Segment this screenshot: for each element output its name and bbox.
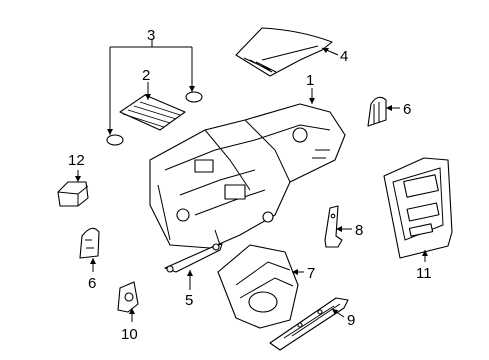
leader-lines <box>75 40 428 322</box>
callout-4: 4 <box>340 48 348 65</box>
callout-8: 8 <box>355 222 363 239</box>
part-2-insulator <box>119 94 186 131</box>
callout-2: 2 <box>142 67 150 84</box>
callout-1: 1 <box>306 72 314 89</box>
callout-6-left: 6 <box>88 275 96 292</box>
part-6-vent-left <box>79 227 100 259</box>
callout-7: 7 <box>307 265 315 282</box>
part-10-bracket <box>117 281 139 313</box>
part-6-vent-right <box>367 96 387 127</box>
part-11-center-bezel <box>383 157 453 259</box>
part-7-column-cover <box>217 244 299 329</box>
part-5-brace <box>164 243 223 273</box>
part-12-module <box>57 181 89 207</box>
callout-11: 11 <box>416 265 432 282</box>
callout-6-right: 6 <box>403 101 411 118</box>
callout-10: 10 <box>121 326 138 343</box>
callout-5: 5 <box>185 292 193 309</box>
callout-labels: 3 2 4 1 6 12 8 6 11 7 5 9 10 <box>68 27 432 343</box>
part-3-clips <box>106 91 203 146</box>
callout-9: 9 <box>347 312 355 329</box>
part-4-dash-pad-cover <box>235 27 333 77</box>
callout-3: 3 <box>147 27 155 44</box>
callout-12: 12 <box>68 152 85 169</box>
part-1-instrument-panel <box>149 103 346 249</box>
part-8-bracket <box>324 205 343 248</box>
